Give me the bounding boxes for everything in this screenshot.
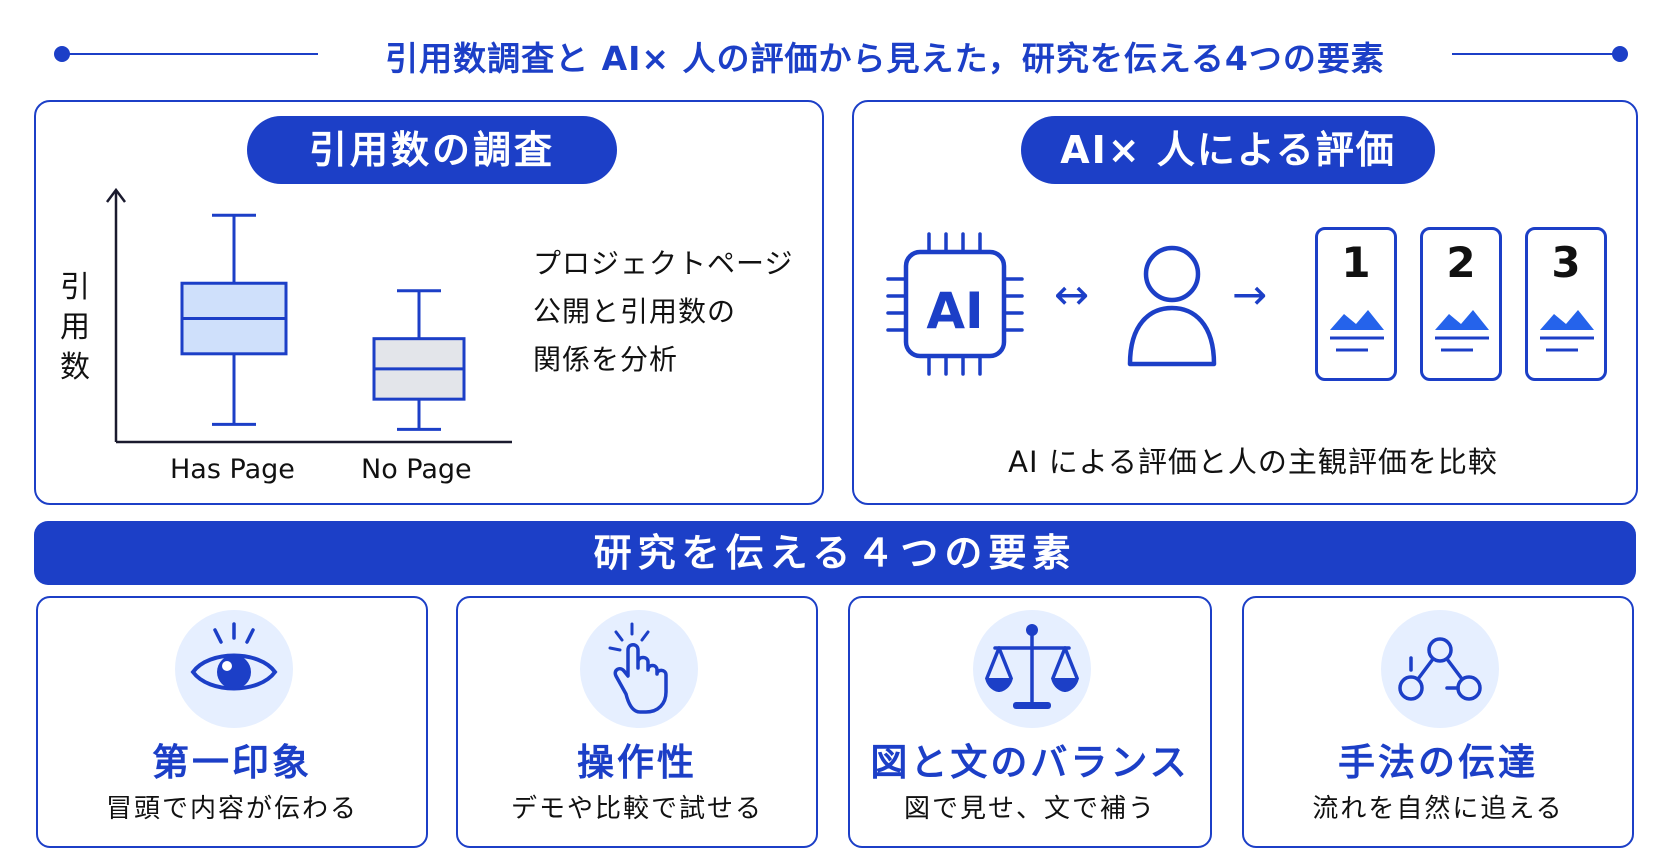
element-card-method-communication: 手法の伝達 流れを自然に追える xyxy=(1242,596,1634,848)
element-description: デモや比較で試せる xyxy=(510,794,763,824)
y-axis-label-char: 数 xyxy=(60,350,90,385)
rank-number: 3 xyxy=(1551,238,1581,287)
citation-description-line: プロジェクトページ xyxy=(533,247,794,280)
citation-heading: 引用数の調査 xyxy=(247,116,617,184)
icon-circle xyxy=(175,610,293,728)
ai-evaluation-panel: AI× 人による評価 AI ↔ → 1 2 3 xyxy=(852,100,1638,505)
rank-number: 1 xyxy=(1341,238,1371,287)
element-title: 図と文のバランス xyxy=(870,741,1190,784)
page-title: 引用数調査と AI× 人の評価から見えた，研究を伝える4つの要素 xyxy=(385,39,1385,78)
y-axis-label-char: 引 xyxy=(60,270,90,305)
element-card-usability: 操作性 デモや比較で試せる xyxy=(456,596,818,848)
eye-icon xyxy=(190,622,278,691)
y-axis-label-char: 用 xyxy=(60,310,90,345)
image-icon xyxy=(1330,310,1384,352)
element-title: 操作性 xyxy=(577,741,697,784)
right-arrow-icon: → xyxy=(1232,270,1268,319)
citation-panel: 引用数の調査 引 用 数 Has Page No Page プロジェクトページ … xyxy=(34,100,824,505)
element-description: 流れを自然に追える xyxy=(1312,794,1564,824)
element-title: 手法の伝達 xyxy=(1338,741,1538,784)
pointer-hand-icon xyxy=(608,622,668,714)
icon-circle xyxy=(1381,610,1499,728)
title-row: 引用数調査と AI× 人の評価から見えた，研究を伝える4つの要素 xyxy=(0,28,1672,80)
x-tick-label-has-page: Has Page xyxy=(170,454,295,485)
ai-caption: AI による評価と人の主観評価を比較 xyxy=(1008,445,1498,479)
image-icon xyxy=(1540,310,1594,352)
citation-description-line: 公開と引用数の xyxy=(533,295,737,328)
element-title: 第一印象 xyxy=(152,741,312,784)
ai-chip-icon xyxy=(886,232,1024,376)
bidirectional-arrow-icon: ↔ xyxy=(1054,270,1090,319)
citation-description-line: 関係を分析 xyxy=(533,343,679,376)
image-icon xyxy=(1435,310,1489,352)
rank-card: 2 xyxy=(1420,227,1502,381)
element-description: 図で見せ、文で補う xyxy=(903,794,1156,824)
icon-circle xyxy=(580,610,698,728)
flow-nodes-icon xyxy=(1398,637,1482,701)
x-tick-label-no-page: No Page xyxy=(361,454,472,485)
elements-banner: 研究を伝える４つの要素 xyxy=(34,521,1636,585)
ai-chip-label: AI xyxy=(926,282,984,340)
icon-circle xyxy=(973,610,1091,728)
rank-card: 3 xyxy=(1525,227,1607,381)
box-plot xyxy=(106,187,512,444)
balance-scale-icon xyxy=(985,624,1079,709)
element-description: 冒頭で内容が伝わる xyxy=(105,794,358,824)
rank-number: 2 xyxy=(1446,238,1476,287)
title-rule-right xyxy=(1452,53,1618,55)
element-card-figure-text-balance: 図と文のバランス 図で見せ、文で補う xyxy=(848,596,1212,848)
rank-card: 1 xyxy=(1315,227,1397,381)
y-axis-arrow xyxy=(106,187,126,203)
title-rule-left xyxy=(62,53,318,55)
element-card-first-impression: 第一印象 冒頭で内容が伝わる xyxy=(36,596,428,848)
person-icon xyxy=(1127,245,1217,367)
title-dot-right xyxy=(1612,46,1628,62)
ai-heading: AI× 人による評価 xyxy=(1021,116,1435,184)
